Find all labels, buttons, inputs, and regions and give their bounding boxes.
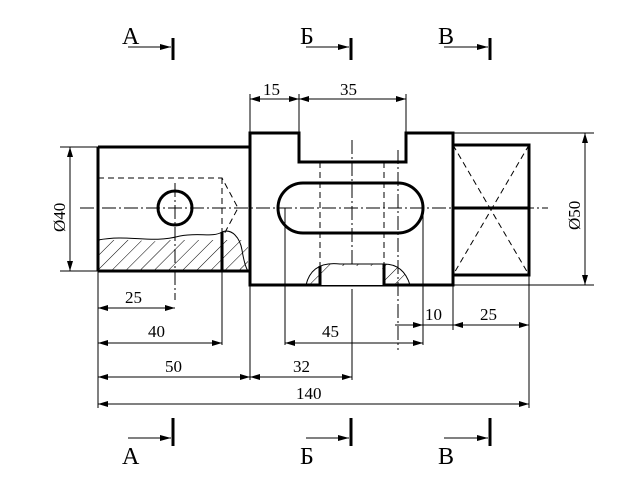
dia40-arrow-top <box>67 147 73 157</box>
dim-50-label: 50 <box>165 357 182 376</box>
dim-32-label: 32 <box>293 357 310 376</box>
dim10-arrow-a <box>413 322 423 328</box>
dim50-arrow-b <box>240 374 250 380</box>
section-a-label-bottom: А <box>122 444 140 470</box>
dim-arrow-3 <box>299 96 309 102</box>
section-v-arrowhead-top <box>477 44 488 50</box>
left-cylinder-hatch <box>98 240 248 271</box>
dim-10-25-right: 10 25 <box>395 305 529 328</box>
section-b-label-top: Б <box>300 24 314 50</box>
dia40-label: Ø40 <box>50 203 69 232</box>
section-v-label-top: В <box>438 24 454 50</box>
dim-dia50: Ø50 <box>453 132 594 286</box>
dim32-arrow-b <box>342 374 352 380</box>
dim10-arrow-b <box>453 322 463 328</box>
dim25-left-arrow-a <box>98 305 108 311</box>
dim-15-label: 15 <box>263 80 280 99</box>
dim50-arrow-a <box>98 374 108 380</box>
right-square-outline <box>451 143 531 277</box>
dim-40: 40 <box>98 322 222 346</box>
section-markers-bottom: А Б В <box>122 418 492 470</box>
dim-140: 140 <box>98 384 529 407</box>
dim-25-right-label: 25 <box>480 305 497 324</box>
dim25-right-arrow <box>519 322 529 328</box>
left-break-curve <box>221 230 249 272</box>
bottom-break-line <box>305 263 411 286</box>
section-a-arrowhead-bottom <box>160 435 171 441</box>
bottom-hatch-mask <box>320 266 384 285</box>
dim-25-left-label: 25 <box>125 288 142 307</box>
dim40-arrow-a <box>98 340 108 346</box>
dim-40-label: 40 <box>148 322 165 341</box>
dim-45: 45 <box>285 322 423 346</box>
dim-45-label: 45 <box>322 322 339 341</box>
dim-35-label: 35 <box>340 80 357 99</box>
left-break-mask <box>98 232 230 242</box>
dim140-arrow-a <box>98 401 108 407</box>
dim45-arrow-a <box>285 340 295 346</box>
section-markers-top: А Б В <box>122 24 492 60</box>
section-v-arrowhead-bottom <box>477 435 488 441</box>
left-cylinder <box>96 145 250 300</box>
section-b-label-bottom: Б <box>300 444 314 470</box>
dim40-arrow-b <box>212 340 222 346</box>
dim-extensions-bottom <box>97 208 530 408</box>
section-b-arrowhead-top <box>338 44 349 50</box>
dia50-label: Ø50 <box>565 201 584 230</box>
dim25-left-arrow-b <box>165 305 175 311</box>
dim-arrow-2 <box>289 96 299 102</box>
section-v-label-bottom: В <box>438 444 454 470</box>
dia50-arrow-top <box>582 133 588 143</box>
dim-dia40: Ø40 <box>50 146 98 272</box>
right-square-diagonal-2 <box>452 144 530 276</box>
dim32-arrow-a <box>250 374 260 380</box>
dim45-arrow-b <box>413 340 423 346</box>
left-break-line <box>97 231 223 241</box>
dim-50-32: 50 32 <box>98 290 353 380</box>
dia40-arrow-bottom <box>67 261 73 271</box>
dim-10-label: 10 <box>425 305 442 324</box>
right-square-block <box>451 143 531 277</box>
dim-25-left: 25 <box>98 288 175 311</box>
section-b-arrowhead-bottom <box>338 435 349 441</box>
section-a-label-top: А <box>122 24 140 50</box>
dim-arrow-1 <box>250 96 260 102</box>
dia50-arrow-bottom <box>582 275 588 285</box>
dim-140-label: 140 <box>296 384 322 403</box>
dim140-arrow-b <box>519 401 529 407</box>
left-bore-hidden <box>98 177 239 239</box>
dim-top: 15 35 <box>249 80 407 162</box>
dim-arrow-4 <box>396 96 406 102</box>
section-a-arrowhead-top <box>160 44 171 50</box>
